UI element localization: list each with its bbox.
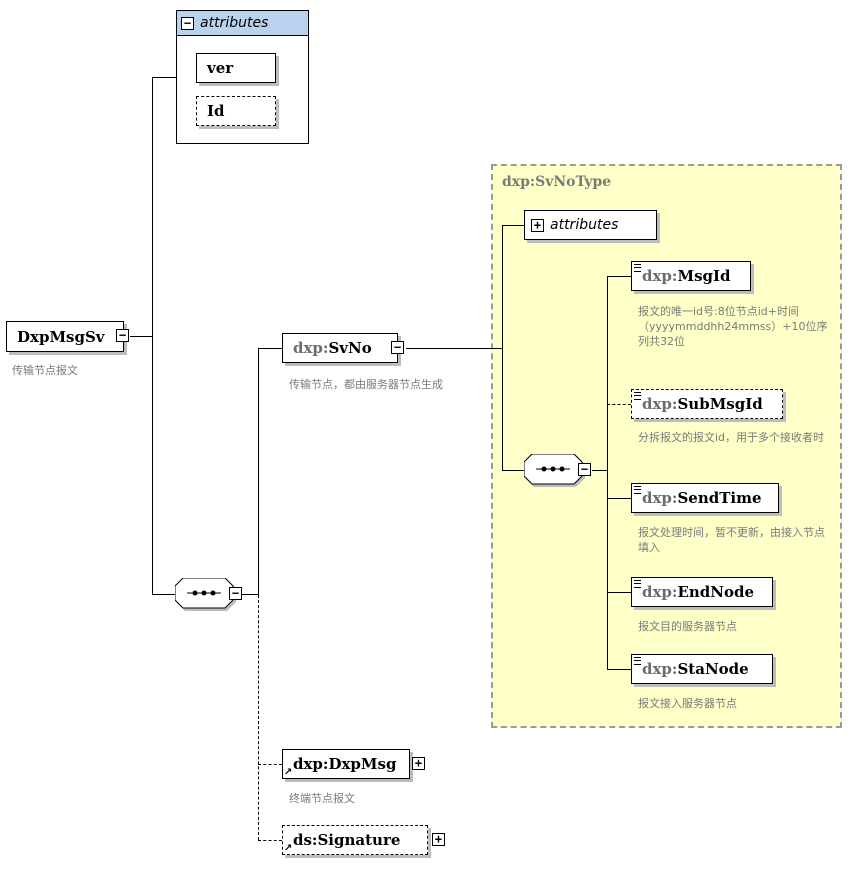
- root-doc: 传输节点报文: [12, 364, 78, 377]
- svno-doc: 传输节点，都由服务器节点生成: [289, 378, 443, 391]
- complex-type-svnotype: [491, 164, 842, 728]
- documentation-icon: [634, 264, 641, 272]
- stanode-doc: 报文接入服务器节点: [638, 697, 737, 710]
- element-endnode[interactable]: dxp:EndNode: [631, 577, 773, 607]
- sequence-compositor-icon[interactable]: [524, 454, 586, 488]
- element-msgid[interactable]: dxp:MsgId: [631, 261, 751, 291]
- attribute-ver[interactable]: ver: [196, 53, 276, 83]
- element-submsgid[interactable]: dxp:SubMsgId: [631, 389, 783, 419]
- attributes-header: − attributes: [177, 11, 308, 36]
- root-collapse-icon[interactable]: −: [116, 329, 129, 342]
- element-dxpmsg-ref[interactable]: ↗ dxp:DxpMsg: [282, 749, 410, 779]
- documentation-icon: [634, 392, 641, 400]
- submsgid-doc: 分拆报文的报文id，用于多个接收者时: [638, 431, 825, 444]
- svno-collapse-icon[interactable]: −: [391, 341, 404, 354]
- documentation-icon: [634, 580, 641, 588]
- dxpmsg-doc: 终端节点报文: [289, 792, 355, 805]
- element-sendtime[interactable]: dxp:SendTime: [631, 483, 779, 513]
- root-element-label: DxpMsgSv: [17, 327, 105, 346]
- element-signature-ref[interactable]: ↗ ds:Signature: [282, 825, 428, 855]
- expand-icon[interactable]: +: [531, 218, 544, 232]
- msgid-doc: 报文的唯一id号:8位节点id+时间（yyyymmddhh24mmss）+10位…: [638, 305, 828, 348]
- documentation-icon: [634, 657, 641, 665]
- endnode-doc: 报文目的服务器节点: [638, 620, 737, 633]
- element-svno[interactable]: dxp:SvNo: [282, 333, 398, 363]
- sequence-collapse-icon[interactable]: −: [578, 463, 591, 476]
- dxpmsg-expand-icon[interactable]: +: [412, 757, 425, 770]
- svnotype-attributes-collapsed[interactable]: + attributes: [524, 210, 657, 240]
- documentation-icon: [634, 486, 641, 494]
- attribute-id[interactable]: Id: [196, 96, 276, 126]
- signature-expand-icon[interactable]: +: [432, 833, 445, 846]
- reference-arrow-icon: ↗: [284, 843, 293, 854]
- sequence-collapse-icon[interactable]: −: [229, 587, 242, 600]
- collapse-icon[interactable]: −: [181, 16, 194, 30]
- element-stanode[interactable]: dxp:StaNode: [631, 654, 773, 684]
- root-element-dxpmsgsv[interactable]: DxpMsgSv: [6, 321, 124, 352]
- attributes-label: attributes: [200, 15, 269, 31]
- reference-arrow-icon: ↗: [284, 767, 293, 778]
- sequence-compositor-icon[interactable]: [175, 578, 237, 612]
- complex-type-label: dxp:SvNoType: [502, 174, 612, 190]
- sendtime-doc: 报文处理时间，暂不更新，由接入节点填入: [638, 526, 825, 554]
